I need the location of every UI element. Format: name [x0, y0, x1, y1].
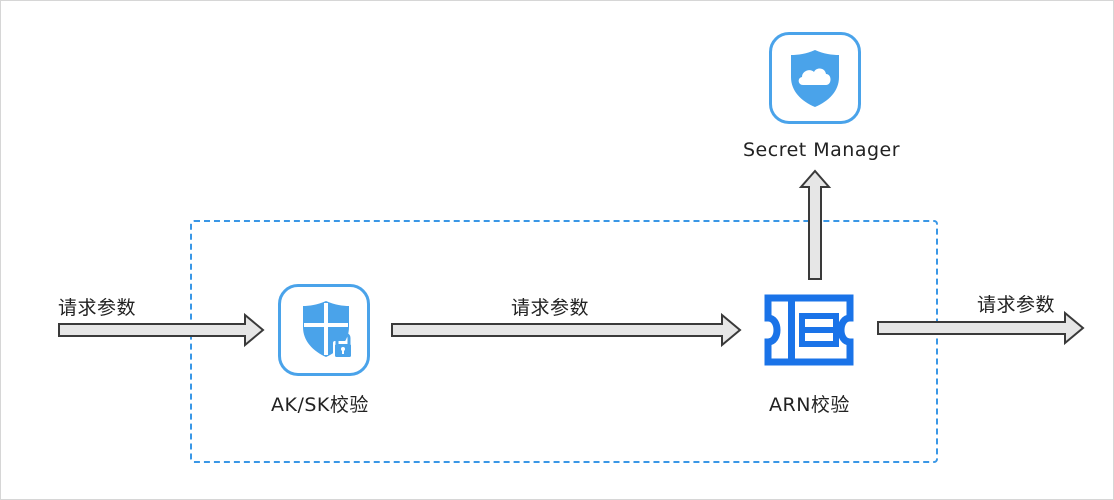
middle-params-label: 请求参数 — [511, 297, 590, 319]
output-arrow — [877, 310, 1085, 346]
arn-label: ARN校验 — [769, 394, 850, 416]
aksk-node — [278, 284, 370, 376]
cloud-shield-icon — [791, 50, 839, 107]
input-params-label: 请求参数 — [58, 297, 137, 319]
input-arrow — [58, 312, 265, 348]
secret-manager-node — [769, 32, 861, 124]
shield-lock-icon — [303, 301, 353, 359]
up-arrow — [798, 169, 832, 280]
output-params-label: 请求参数 — [977, 294, 1056, 316]
aksk-label: AK/SK校验 — [271, 394, 369, 416]
secret-manager-label: Secret Manager — [743, 139, 901, 161]
arn-ticket-icon — [764, 294, 854, 366]
middle-arrow — [391, 312, 742, 348]
validation-boundary — [190, 220, 938, 463]
